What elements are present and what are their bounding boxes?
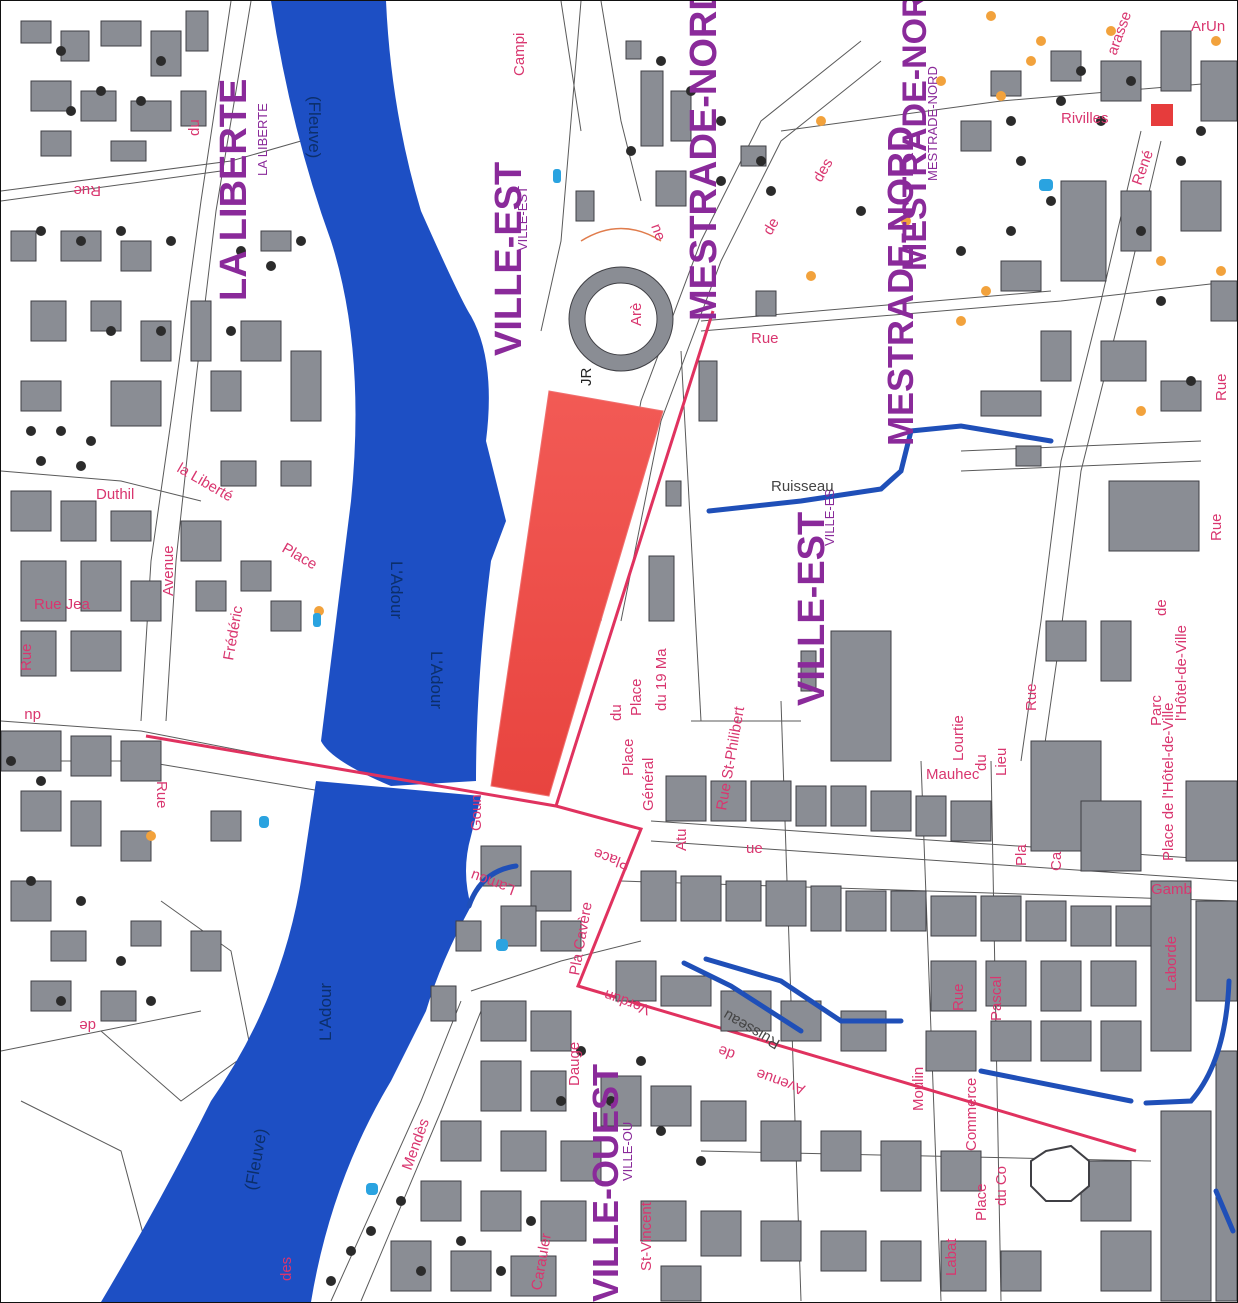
- label-rue-mid: Rue: [751, 330, 779, 347]
- label-arenes: Arè: [628, 303, 645, 326]
- label-jr: JR: [578, 368, 595, 387]
- label-rue-left: Rue: [73, 182, 101, 199]
- label-rue-jea: Rue Jea: [34, 596, 91, 613]
- label-hotel-de-ville-1: l'Hôtel-de-Ville: [1173, 625, 1190, 721]
- label-ruisseau: Ruisseau: [771, 478, 834, 495]
- label-rue-lieu: Rue: [1023, 683, 1040, 711]
- label-commerce: Commerce: [963, 1078, 980, 1151]
- district-la-liberte: LA LIBERTE: [213, 79, 255, 301]
- buildings-old-town: [390, 775, 1237, 1302]
- buildings: [1, 10, 322, 1022]
- label-moulin: Moulin: [910, 1067, 927, 1111]
- label-rue-left-low: Rue: [153, 781, 170, 809]
- district-la-liberte-small: LA LIBERTE: [255, 103, 270, 176]
- label-mauhec: Mauhec: [926, 766, 980, 783]
- markers-orange: [146, 11, 1226, 841]
- label-lou-du: du: [973, 754, 990, 771]
- label-ue: ue: [746, 840, 763, 857]
- label-rivilles: Rivilles: [1061, 110, 1109, 127]
- label-des-bottom: des: [278, 1257, 295, 1281]
- label-rene: René: [1129, 148, 1157, 188]
- label-duthil: Duthil: [96, 486, 134, 503]
- streams: [466, 423, 1236, 1234]
- label-rue-far-left: Rue: [18, 643, 35, 671]
- label-parc-de: Parc: [1148, 695, 1165, 726]
- markers-blue: [259, 169, 1053, 1195]
- district-ville-est-mid-small: VILLE-ES: [822, 489, 837, 546]
- district-ville-est-mid: VILLE-EST: [791, 512, 833, 706]
- label-campi: Campi: [511, 33, 528, 76]
- label-place-du: du: [608, 704, 625, 721]
- river-adour-south: [101, 781, 481, 1302]
- label-goun: Goun: [468, 794, 485, 831]
- river-adour: [271, 1, 506, 786]
- label-dauge: Dauge: [566, 1042, 583, 1086]
- label-avenue: Avenue: [160, 545, 177, 596]
- label-mendes: Mendès: [399, 1116, 433, 1172]
- district-ville-ouest: VILLE-OUEST: [585, 1064, 626, 1302]
- label-des-top: des: [810, 156, 837, 185]
- label-place-19-2: du 19 Ma: [653, 648, 670, 711]
- district-ville-est-top: VILLE-EST: [488, 162, 530, 356]
- label-place-du-co-1: Place: [973, 1183, 990, 1221]
- label-du-far-left: du: [24, 707, 41, 724]
- district-mestrade-nord-mid: MESTRADE-NORD: [880, 126, 921, 446]
- label-du-left: du: [186, 119, 203, 136]
- halle-octagon: [1030, 1144, 1090, 1202]
- label-place-lower: Place: [591, 844, 632, 873]
- label-place-left: Place: [279, 540, 320, 573]
- label-pascal: Pascal: [988, 976, 1005, 1021]
- label-arun: ArUn: [1191, 18, 1225, 35]
- label-rue-far-right: Rue: [1213, 373, 1230, 401]
- district-ville-est-top-small: VILLE-EST: [515, 186, 530, 251]
- buildings-center: [575, 30, 1237, 872]
- label-rue-pasc: Rue: [950, 983, 967, 1011]
- label-de-right: de: [1153, 599, 1170, 616]
- label-laborde: Laborde: [1163, 936, 1180, 991]
- district-mestrade-nord-top: MESTRADE-NORD: [683, 1, 725, 321]
- river-label-adour-1: L'Adour: [387, 561, 406, 619]
- label-de-left-low: de: [79, 1017, 96, 1034]
- river-label-adour-2: L'Adour: [427, 651, 446, 709]
- label-lourtie: Lourtie: [950, 715, 967, 761]
- label-de-bottom: de: [716, 1042, 737, 1064]
- label-pla-ca: Pla: [1013, 844, 1030, 866]
- label-arenes-ne: ne: [647, 222, 669, 243]
- label-rue-right: Rue: [1208, 513, 1225, 541]
- label-atu: Atu: [673, 828, 690, 851]
- label-place-19-1: Place: [628, 678, 645, 716]
- district-ville-ouest-small: VILLE-OU: [620, 1122, 635, 1181]
- label-st-vincent: St-Vincent: [638, 1201, 655, 1271]
- boundary-line: [145, 310, 1137, 1153]
- river-label-adour-3: L'Adour: [316, 983, 335, 1041]
- district-mestrade-nord-right-small: MESTRADE-NORD: [925, 66, 940, 181]
- label-place-gen-1: Place: [620, 738, 637, 776]
- marker-red-square: [1151, 104, 1173, 126]
- label-avenue-bottom: Avenue: [754, 1065, 807, 1098]
- label-hotel-de-ville-2: Place de l'Hôtel-de-Ville: [1160, 702, 1177, 861]
- river-label-fleuve-top: (Fleuve): [305, 96, 324, 158]
- label-place-du-co-2: du Co: [993, 1166, 1010, 1206]
- label-place-gen-2: Général: [640, 758, 657, 811]
- label-lieu: Lieu: [993, 748, 1010, 776]
- zone-parcel[interactable]: [490, 390, 664, 797]
- trees: [6, 46, 1206, 1286]
- label-gamb: Gamb: [1151, 881, 1192, 898]
- label-labat: Labat: [943, 1238, 960, 1276]
- label-ca: Ca: [1048, 851, 1065, 871]
- arena[interactable]: [568, 227, 674, 372]
- district-mestrade-nord-right: MESTRADE-NORD: [896, 1, 934, 271]
- label-de-top: de: [760, 215, 783, 238]
- label-frederic: Frédéric: [220, 604, 246, 662]
